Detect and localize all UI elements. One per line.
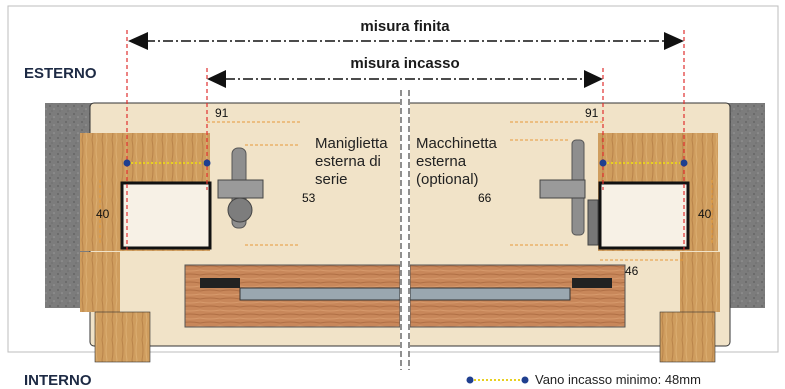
right-jamb-lower <box>680 252 720 312</box>
left-callout-2: esterna di <box>315 153 381 170</box>
left-callout-1: Maniglietta <box>315 135 388 152</box>
dim-right-handle: 66 <box>478 191 492 205</box>
right-dot-a <box>599 159 607 167</box>
legend-dot-a <box>466 376 474 384</box>
center-gap <box>400 90 410 370</box>
left-profile <box>120 181 212 250</box>
finished-arrow-right <box>664 32 684 50</box>
dim-right-side: 40 <box>698 207 712 221</box>
legend-text: Vano incasso minimo: 48mm <box>535 372 701 387</box>
left-dot-a <box>123 159 131 167</box>
recess-size-label: misura incasso <box>350 55 459 72</box>
legend-dot-b <box>521 376 529 384</box>
dim-right-top: 91 <box>585 106 599 120</box>
right-jamb-foot <box>659 311 716 363</box>
finished-size-label: misura finita <box>360 18 450 35</box>
right-handle-icon <box>539 139 599 246</box>
right-callout-3: (optional) <box>416 171 479 188</box>
dim-left-top: 91 <box>215 106 229 120</box>
right-profile <box>598 181 690 250</box>
red-guides <box>126 30 685 250</box>
orange-dims <box>99 121 713 261</box>
right-seal <box>572 278 612 288</box>
dim-left-side: 40 <box>96 207 110 221</box>
left-glass <box>239 287 401 301</box>
left-callout-3: serie <box>315 171 348 188</box>
right-dot-b <box>680 159 688 167</box>
left-handle-icon <box>217 147 264 229</box>
recess-arrow-right <box>584 70 603 88</box>
left-jamb-lower <box>80 252 120 312</box>
outside-label: ESTERNO <box>24 65 97 82</box>
dim-left-handle: 53 <box>302 191 316 205</box>
left-dot-b <box>203 159 211 167</box>
left-seal <box>200 278 240 288</box>
finished-arrow-left <box>128 32 148 50</box>
recess-arrow-left <box>207 70 226 88</box>
right-callout-2: esterna <box>416 153 467 170</box>
right-callout-1: Macchinetta <box>416 135 498 152</box>
dim-right-bottom: 46 <box>625 264 639 278</box>
right-glass <box>409 287 571 301</box>
left-jamb-foot <box>94 311 151 363</box>
inside-label: INTERNO <box>24 372 92 389</box>
